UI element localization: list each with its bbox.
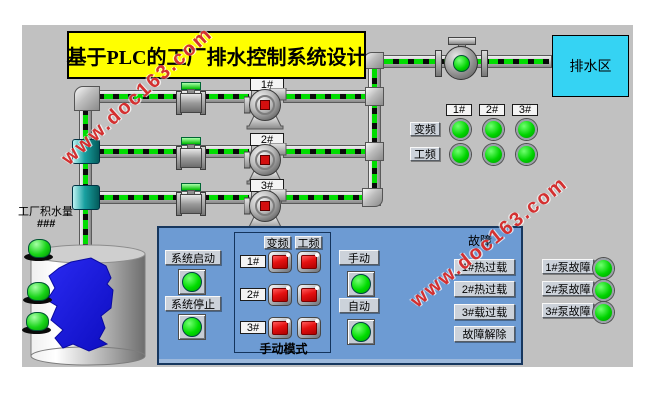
pump3-fault-indicator (593, 302, 614, 323)
pump3-fault-label: 3#泵故障 (542, 303, 594, 318)
system-start-label: 系统启动 (165, 250, 221, 265)
pump1-fault-indicator (593, 258, 614, 279)
pipe-row1-right (283, 90, 375, 103)
freq-col-header-3: 3# (512, 104, 538, 116)
manual-pf-button-pump2[interactable] (297, 284, 321, 306)
pump2-fault-indicator (593, 280, 614, 301)
fitting-right-row2 (365, 142, 384, 161)
drain-area-box: 排水区 (552, 35, 629, 97)
vf-indicator-1 (450, 119, 471, 140)
tank-level-label: 工厂积水量 (18, 206, 73, 218)
level-sensor-icon-high (24, 239, 54, 261)
manual-vf-button-pump3[interactable] (268, 317, 292, 339)
vf-indicator-3 (516, 119, 537, 140)
pf-row-label: 工频 (410, 147, 440, 161)
page-title: 基于PLC的工厂排水控制系统设计 (67, 31, 367, 79)
manual-vf-button-pump1[interactable] (268, 251, 292, 273)
valve-row3 (176, 183, 206, 216)
tee-left-row2 (72, 139, 100, 164)
manual-row-tag-3: 3# (240, 321, 266, 334)
manual-mode-box: 变频 工频 1# 2# 3# 手动模式 (234, 232, 331, 356)
fault-section-title: 故障 (468, 234, 493, 248)
level-sensor-icon-mid (23, 282, 53, 304)
manual-row-tag-2: 2# (240, 288, 266, 301)
auto-button[interactable] (347, 319, 375, 345)
pump-icon (244, 189, 287, 231)
pump-icon (244, 88, 287, 130)
pipe-row2-right (283, 145, 375, 158)
manual-mode-caption: 手动模式 (259, 342, 308, 356)
system-stop-button[interactable] (178, 314, 206, 340)
manual-label: 手动 (339, 250, 379, 265)
freq-col-header-2: 2# (479, 104, 505, 116)
valve-main-outlet (435, 36, 488, 82)
pipe-left-vertical (79, 97, 92, 252)
freq-col-header-1: 1# (446, 104, 472, 116)
water-tank (30, 244, 146, 366)
pf-indicator-3 (516, 144, 537, 165)
pf-indicator-2 (483, 144, 504, 165)
manual-button[interactable] (347, 271, 375, 297)
elbow-top-left (74, 86, 100, 111)
system-start-button[interactable] (178, 269, 206, 295)
manual-pf-button-pump1[interactable] (297, 251, 321, 273)
pipe-row2-left (86, 145, 252, 158)
fitting-right-row1 (365, 87, 384, 106)
vf-indicator-2 (483, 119, 504, 140)
valve-row1 (176, 82, 206, 115)
pipe-row1-left (86, 90, 252, 103)
valve-row2 (176, 137, 206, 170)
level-sensor-icon-low (22, 312, 52, 334)
pump-1: 1# (244, 78, 292, 131)
tee-left-row3 (72, 185, 100, 210)
vf-row-label: 变频 (410, 122, 440, 136)
fault-button-overload-3[interactable]: 3#载过载 (454, 304, 515, 320)
control-panel: 系统启动 系统停止 变频 工频 1# 2# 3# 手动模式 手动 自动 故障 1… (157, 226, 523, 365)
valve-open-indicator (453, 55, 470, 72)
pump2-fault-label: 2#泵故障 (542, 281, 594, 296)
manual-pf-button-pump3[interactable] (297, 317, 321, 339)
manual-pf-header: 工频 (295, 236, 322, 250)
auto-label: 自动 (339, 298, 379, 313)
manual-row-tag-1: 1# (240, 255, 266, 268)
tank-level-value: ### (37, 218, 56, 230)
pump1-fault-label: 1#泵故障 (542, 259, 594, 274)
pipe-row3-left (86, 191, 252, 204)
tank-liquid (46, 257, 114, 352)
pump-3: 3# (244, 179, 292, 232)
fault-button-overload-1[interactable]: 1#热过载 (454, 259, 515, 275)
manual-vf-header: 变频 (264, 236, 291, 250)
fault-button-overload-2[interactable]: 2#热过载 (454, 281, 515, 297)
system-stop-label: 系统停止 (165, 296, 221, 311)
pf-indicator-1 (450, 144, 471, 165)
pipe-row3-right (281, 191, 371, 204)
elbow-right-row3 (362, 188, 383, 207)
manual-vf-button-pump2[interactable] (268, 284, 292, 306)
fault-button-reset[interactable]: 故障解除 (454, 326, 515, 342)
